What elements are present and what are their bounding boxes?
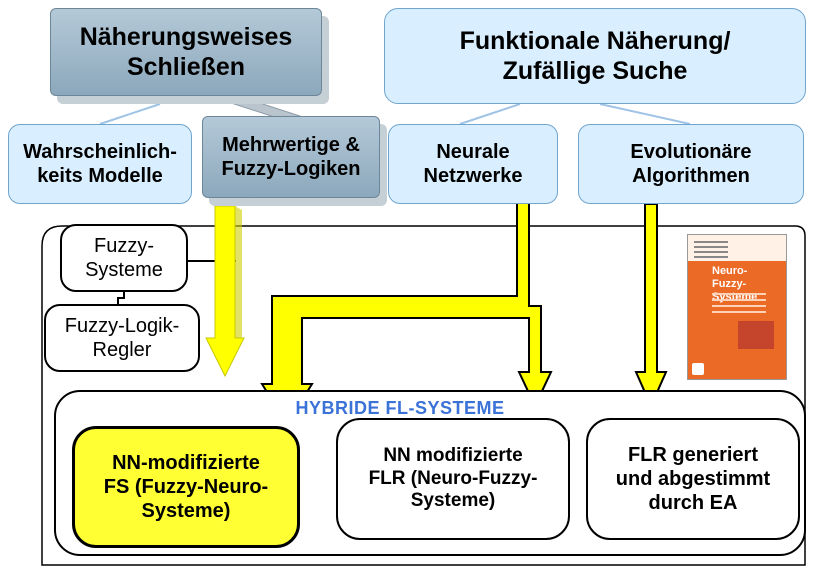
node-probability-models-label: Wahrscheinlich- keits Modelle xyxy=(23,141,177,187)
node-approximate-reasoning: Näherungsweises Schließen xyxy=(50,8,322,96)
node-nn-modified-flr: NN modifizierte FLR (Neuro-Fuzzy- System… xyxy=(336,418,570,540)
arrow-evo-to-flr xyxy=(634,203,668,409)
book-cover-blurb xyxy=(712,293,766,319)
node-fuzzy-logic-controller: Fuzzy-Logik- Regler xyxy=(44,304,200,372)
outer-frame xyxy=(41,225,806,566)
node-nn-modified-fs-label: NN-modifizierte FS (Fuzzy-Neuro- Systeme… xyxy=(103,452,269,522)
node-fuzzy-systems-label: Fuzzy- Systeme xyxy=(85,235,163,281)
publisher-logo-icon xyxy=(692,363,704,375)
book-cover-author-band xyxy=(688,235,786,261)
node-functional-approximation: Funktionale Näherung/ Zufällige Suche xyxy=(384,8,806,104)
arrow-fuzzylogic-shade xyxy=(235,206,244,338)
node-neural-networks: Neurale Netzwerke xyxy=(388,124,558,204)
node-probability-models: Wahrscheinlich- keits Modelle xyxy=(8,124,192,204)
node-flr-generated-by-ea: FLR generiert und abgestimmt durch EA xyxy=(586,418,800,540)
book-cover-illustration xyxy=(738,321,774,349)
node-fuzzy-systems: Fuzzy- Systeme xyxy=(60,224,188,292)
link-func-to-evo xyxy=(599,103,691,125)
node-fuzzy-logic-controller-label: Fuzzy-Logik- Regler xyxy=(64,315,180,361)
node-neural-networks-label: Neurale Netzwerke xyxy=(423,141,523,187)
node-fuzzy-logics-label: Mehrwertige & Fuzzy-Logiken xyxy=(221,134,361,180)
node-evolutionary-algorithms-label: Evolutionäre Algorithmen xyxy=(630,141,752,187)
node-approximate-reasoning-label: Näherungsweises Schließen xyxy=(79,23,293,81)
link-approx-to-prob xyxy=(99,103,161,125)
node-nn-modified-fs: NN-modifizierte FS (Fuzzy-Neuro- Systeme… xyxy=(72,426,300,548)
book-cover-image: Neuro- Fuzzy-Systeme xyxy=(687,234,787,380)
node-evolutionary-algorithms: Evolutionäre Algorithmen xyxy=(578,124,804,204)
arrow-neural-to-hybrids xyxy=(260,201,553,426)
link-fuzzysystems-to-controller xyxy=(117,291,125,304)
link-func-to-neural xyxy=(459,103,521,125)
node-nn-modified-flr-label: NN modifizierte FLR (Neuro-Fuzzy- System… xyxy=(368,444,538,512)
node-functional-approximation-label: Funktionale Näherung/ Zufällige Suche xyxy=(459,27,731,85)
hybrid-systems-label: HYBRIDE FL-SYSTEME xyxy=(295,398,505,418)
node-flr-generated-by-ea-label: FLR generiert und abgestimmt durch EA xyxy=(615,444,771,514)
node-fuzzy-logics: Mehrwertige & Fuzzy-Logiken xyxy=(202,116,380,198)
